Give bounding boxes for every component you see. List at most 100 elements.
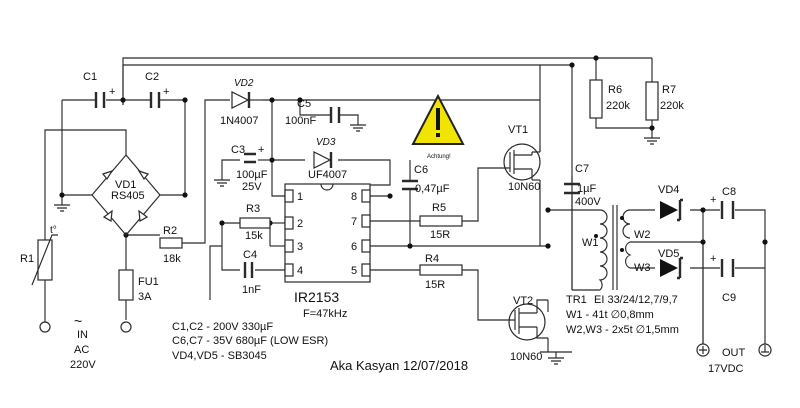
c3-plus: + [258,144,264,156]
c2-label: C2 [145,71,159,83]
pin-1-number: 1 [297,191,303,203]
c9-plus: + [710,253,716,265]
c8-plus: + [710,194,716,206]
output-label: OUT [722,347,746,359]
vt1-label: VT1 [508,124,528,136]
c6-label: C6 [414,164,428,176]
c2-plus: + [163,86,169,98]
vd2-part: 1N4007 [220,115,259,127]
warning-text: Achtung! [427,154,451,160]
w2-label: W2 [634,229,651,241]
capacitor-c5: C5 100nF [285,98,366,132]
resistor-r5: R5 15R [419,202,463,241]
vd4-label: VD4 [658,184,679,196]
r7-label: R7 [662,84,676,96]
vd3-part: UF4007 [308,169,347,181]
c7-label: C7 [575,163,589,175]
vt2-part: 10N60 [510,351,542,363]
tr1-label: TR1 [566,294,587,306]
c3-label: C3 [231,144,245,156]
mosfet-vt2: VT2 10N60 [505,295,572,365]
spec-line: W1 - 41t ∅0,8mm [566,309,654,321]
r3-label: R3 [246,203,260,215]
resistor-r6: R6 220k [589,79,630,119]
capacitor-c8: C8 + [710,186,736,219]
pin-2 [284,216,294,230]
vd3-label: VD3 [316,137,336,148]
output-voltage: 17VDC [708,363,744,375]
pin-6 [361,239,371,253]
vd5-label: VD5 [658,248,679,260]
c4-value: 1nF [242,284,261,296]
capacitor-c6: C6 0,47µF [402,164,450,195]
vt2-label: VT2 [513,295,533,307]
ground-symbol-left [54,200,70,212]
bridge-rectifier-vd1: VD1 RS405 [91,154,161,236]
resistor-r3: R3 15k [239,203,271,242]
pin-5-number: 5 [351,265,357,277]
note-line: VD4,VD5 - SB3045 [172,350,267,362]
diode-vd4: VD4 [658,184,683,222]
pin-3-number: 3 [297,241,303,253]
ac-input: ~ IN AC 220V [39,313,132,371]
c6-value: 0,47µF [415,183,450,195]
diode-vd2: VD2 1N4007 [220,78,262,127]
fu1-label: FU1 [138,276,159,288]
c1-plus: + [109,86,115,98]
resistor-r4: R4 15R [419,253,463,291]
pin-3 [284,239,294,253]
note-line: C1,C2 - 200V 330µF [172,321,273,333]
capacitor-c2: C2 + [145,71,169,108]
vd2-label: VD2 [234,78,254,89]
dc-output: OUT 17VDC [696,343,772,375]
input-ac: AC [74,344,89,356]
input-tilde: ~ [74,313,82,329]
fuse-fu1: FU1 3A [118,269,159,303]
ic-ir2153: 1 2 3 4 5 6 7 8 IR2153 F=47kHz [284,183,371,320]
pin-8-number: 8 [351,191,357,203]
c8-label: C8 [722,186,736,198]
r1-temp: t° [50,225,57,236]
r6-value: 220k [606,100,630,112]
r2-value: 18k [163,253,181,265]
resistor-r2: R2 18k [159,225,183,265]
spec-line: EI 33/24/12,7/9,7 [594,294,678,306]
warning-icon [436,108,440,130]
r5-value: 15R [430,229,450,241]
r3-value: 15k [245,230,263,242]
c3-voltage: 25V [242,181,262,193]
mosfet-vt1: VT1 10N60 [500,124,541,193]
capacitor-c3: C3 + 100µF 25V [214,144,268,193]
w3-label: W3 [634,262,651,274]
pin-5 [361,263,371,277]
author-signature: Aka Kasyan 12/07/2018 [330,358,468,373]
ic-name: IR2153 [294,289,339,305]
c7-voltage: 400V [575,196,601,208]
pin-4 [284,263,294,277]
c9-label: C9 [722,292,736,304]
pin-1 [284,189,294,203]
note-line: C6,C7 - 35V 680µF (LOW ESR) [172,335,328,347]
pin-2-number: 2 [297,218,303,230]
r7-value: 220k [660,100,684,112]
vd1-part: RS405 [111,190,145,202]
transformer-spec: TR1 EI 33/24/12,7/9,7 W1 - 41t ∅0,8mm W2… [566,294,679,336]
r6-label: R6 [608,84,622,96]
capacitor-c4: C4 1nF [242,249,261,296]
capacitor-c9: C9 + [710,253,736,304]
component-notes: C1,C2 - 200V 330µF C6,C7 - 35V 680µF (LO… [172,321,328,362]
c5-label: C5 [297,98,311,110]
capacitor-c1: C1 + [83,71,115,108]
thermistor-r1: R1 t° [20,225,58,286]
capacitor-c7: C7 1µF 400V [564,163,601,208]
pin-7 [361,214,371,228]
diode-vd3: VD3 UF4007 [308,137,347,181]
c7-value: 1µF [577,183,596,195]
r2-label: R2 [163,225,177,237]
r4-label: R4 [425,253,439,265]
resistor-r7: R7 220k [644,81,684,145]
r1-label: R1 [20,253,34,265]
vt1-part: 10N60 [508,181,540,193]
c3-value: 100µF [236,169,268,181]
